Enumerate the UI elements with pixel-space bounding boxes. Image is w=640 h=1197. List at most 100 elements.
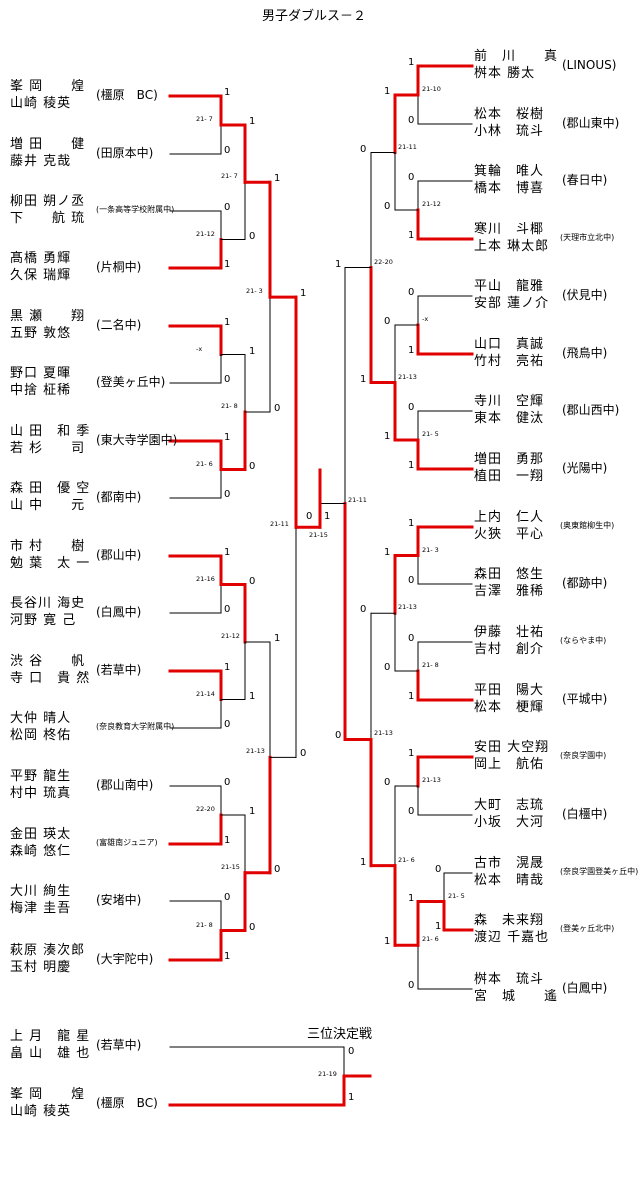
- match-result: 1: [224, 835, 231, 846]
- match-result: 21- 7: [221, 172, 238, 181]
- match-result: 1: [408, 230, 415, 241]
- match-result: 1: [224, 259, 231, 270]
- match-result: 0: [384, 201, 391, 212]
- team-name: (橿原 BC): [96, 88, 158, 102]
- match-result: 0: [224, 145, 231, 156]
- match-result: 21-12: [196, 229, 215, 238]
- player-name: 村中 琉真: [10, 786, 72, 801]
- player-name: 峯 岡 煌: [10, 79, 86, 94]
- player-name: 古市 滉晟: [474, 856, 545, 871]
- player-name: 大仲 晴人: [10, 711, 72, 726]
- player-name: 河野 寛 己: [10, 613, 77, 628]
- player-name: 若 杉 司: [10, 441, 86, 456]
- match-result: 0: [408, 575, 415, 586]
- player-name: 平山 龍雅: [474, 279, 545, 294]
- player-name: 平田 陽大: [474, 683, 545, 698]
- team-name: (白鳳中): [96, 605, 142, 619]
- team-name: (光陽中): [562, 461, 608, 475]
- player-name: 大町 志琉: [474, 798, 545, 813]
- match-result: 21-19: [318, 1070, 337, 1078]
- player-name: 松本 晴哉: [474, 873, 545, 888]
- match-result: 21-16: [196, 574, 215, 583]
- team-name: (ならやま中): [560, 636, 607, 645]
- player-name: 増田 勇那: [474, 452, 545, 467]
- player-name: 安田 大空翔: [474, 740, 550, 755]
- player-name: 長谷川 海史: [10, 596, 86, 611]
- match-result: 1: [408, 345, 415, 356]
- match-result: 1: [249, 806, 256, 817]
- match-result: 0: [408, 287, 415, 298]
- player-name: 萩原 湊次郎: [10, 943, 86, 958]
- match-result: 1: [324, 511, 331, 522]
- player-name: 久保 瑞輝: [10, 268, 72, 283]
- match-result: 0: [384, 316, 391, 327]
- match-result: 21-14: [196, 689, 215, 698]
- match-result: 1: [224, 547, 231, 558]
- match-result: 0: [408, 633, 415, 644]
- match-result: 1: [384, 431, 391, 442]
- match-result: 1: [408, 691, 415, 702]
- match-result: 0: [435, 864, 442, 875]
- player-name: 柳田 朔ノ丞: [10, 194, 86, 209]
- player-name: 下 航 琉: [10, 211, 86, 226]
- player-name: 小林 琉斗: [474, 124, 545, 139]
- team-name: (飛鳥中): [562, 346, 608, 360]
- match-result: 0: [274, 403, 281, 414]
- player-name: 黒 瀬 翔: [10, 309, 86, 324]
- team-name: (若草中): [96, 663, 142, 677]
- player-name: 畠 山 雄 也: [10, 1046, 91, 1061]
- match-result: 21-15: [221, 862, 240, 871]
- team-name: (奈良学園登美ヶ丘中): [560, 867, 639, 876]
- player-name: 箕輪 唯人: [474, 164, 545, 179]
- match-result: 0: [360, 604, 367, 616]
- match-result: 21-11: [398, 142, 417, 151]
- match-result: 21-13: [398, 603, 417, 612]
- player-name: 梅津 圭吾: [10, 901, 72, 916]
- match-result: 21-13: [246, 747, 265, 756]
- team-name: (郡山南中): [96, 778, 154, 792]
- player-name: 金田 瑛太: [10, 827, 72, 842]
- match-result: 21-12: [422, 200, 441, 208]
- match-result: 1: [384, 86, 391, 97]
- player-name: 宮 城 遙: [474, 989, 559, 1004]
- team-name: (都南中): [96, 490, 142, 504]
- match-result: 0: [384, 777, 391, 788]
- team-name: (奥東館柳生中): [560, 521, 615, 530]
- match-result: -x: [422, 315, 429, 323]
- match-result: 1: [408, 460, 415, 471]
- team-name: (一条高等学校附属中): [96, 205, 175, 214]
- player-name: 玉村 明慶: [10, 960, 72, 975]
- team-name: (天理市立北中): [560, 233, 615, 242]
- team-name: (白橿中): [562, 807, 608, 821]
- player-name: 岡上 航佑: [474, 757, 545, 772]
- match-result: 21-10: [422, 85, 441, 93]
- match-result: 1: [408, 57, 415, 68]
- match-result: 0: [224, 604, 231, 615]
- player-name: 上 月 龍 星: [10, 1029, 91, 1044]
- match-result: 0: [249, 575, 256, 587]
- match-result: 1: [384, 936, 391, 948]
- match-result: 0: [224, 374, 231, 385]
- player-name: 東本 健汰: [474, 411, 545, 426]
- match-result: 0: [249, 230, 256, 242]
- player-name: 中捨 柾稀: [10, 383, 72, 398]
- match-result: 0: [408, 115, 415, 126]
- team-name: (富雄南ジュニア): [96, 838, 158, 847]
- match-result: 21-11: [270, 520, 289, 529]
- match-result: 21- 3: [422, 545, 439, 554]
- match-result: 0: [274, 863, 281, 875]
- match-result: 0: [224, 489, 231, 500]
- player-name: 山 田 和 季: [10, 424, 91, 439]
- team-name: (二名中): [96, 318, 142, 332]
- player-name: 松本 桜樹: [474, 107, 545, 122]
- match-result: 0: [335, 730, 342, 742]
- match-result: 1: [249, 116, 256, 127]
- match-result: 1: [224, 662, 231, 673]
- player-name: 髙橋 勇輝: [10, 251, 72, 266]
- player-name: 橋本 博喜: [474, 181, 545, 196]
- match-result: 0: [306, 511, 313, 522]
- match-result: 1: [224, 951, 231, 962]
- match-result: 0: [360, 143, 367, 155]
- player-name: 桝本 琉斗: [474, 972, 545, 987]
